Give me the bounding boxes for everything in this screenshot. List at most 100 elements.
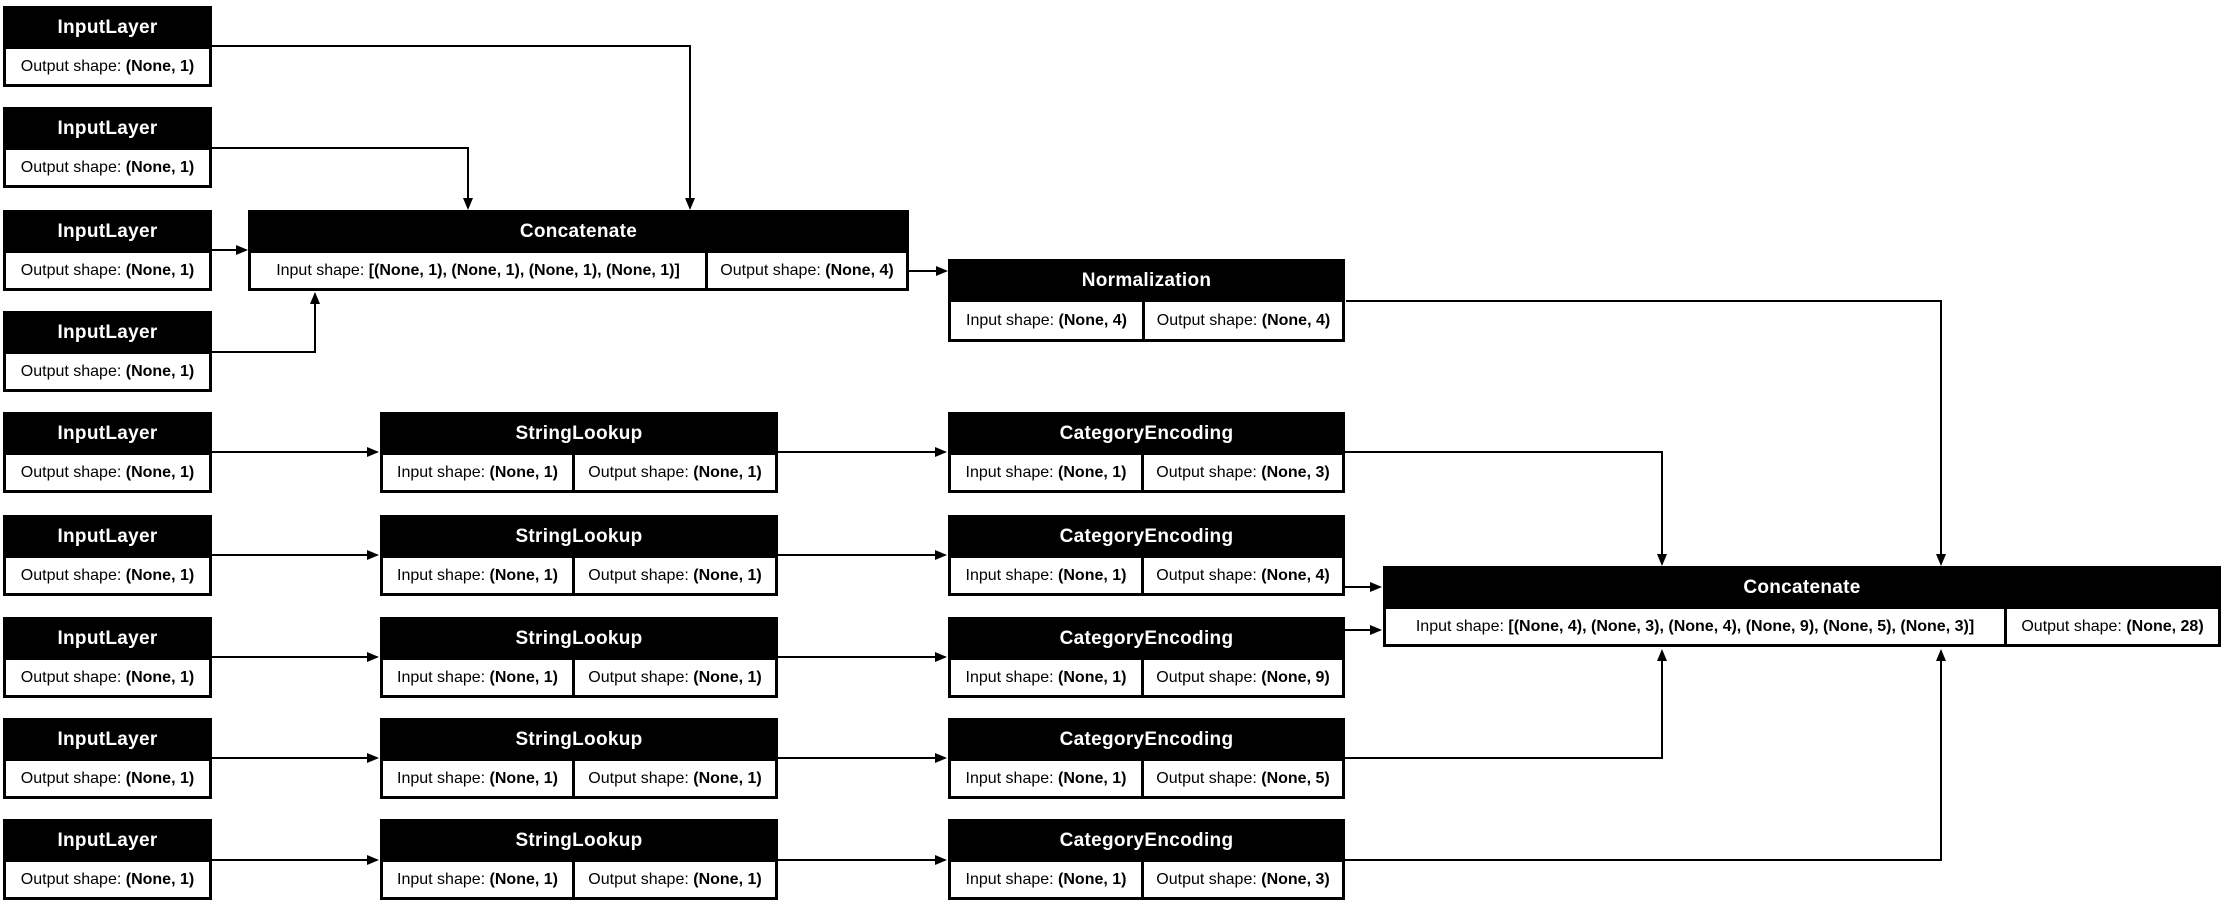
node-body: Input shape: (None, 4) Output shape: (No…	[948, 302, 1345, 342]
node-input-layer-6: InputLayer Output shape: (None, 1)	[3, 515, 212, 596]
node-title: StringLookup	[515, 422, 643, 444]
node-body: Input shape: [(None, 1), (None, 1), (Non…	[248, 253, 909, 291]
node-body: Output shape: (None, 1)	[3, 660, 212, 698]
node-concatenate-2: Concatenate Input shape: [(None, 4), (No…	[1383, 566, 2221, 647]
node-title: StringLookup	[515, 829, 643, 851]
node-title: CategoryEncoding	[1059, 829, 1234, 851]
output-shape-cell: Output shape: (None, 3)	[1144, 862, 1342, 897]
output-shape-label: Output shape:	[1156, 668, 1262, 686]
input-shape-label: Input shape:	[397, 463, 490, 481]
input-shape-cell: Input shape: (None, 1)	[383, 761, 572, 796]
input-shape-label: Input shape:	[397, 769, 490, 787]
node-title: StringLookup	[515, 728, 643, 750]
node-category-encoding-5: CategoryEncoding Input shape: (None, 1) …	[948, 819, 1345, 900]
input-shape-value: (None, 1)	[489, 566, 558, 584]
edge-categoryencoding1-concatenate2	[1345, 451, 1667, 566]
input-shape-cell: Input shape: [(None, 4), (None, 3), (Non…	[1386, 609, 2004, 644]
output-shape-cell: Output shape: (None, 1)	[575, 660, 775, 695]
input-shape-cell: Input shape: (None, 1)	[383, 660, 572, 695]
node-title: CategoryEncoding	[1059, 525, 1234, 547]
node-title: StringLookup	[515, 525, 643, 547]
input-shape-value: (None, 1)	[489, 870, 558, 888]
input-shape-value: (None, 1)	[1058, 566, 1127, 584]
edge-categoryencoding5-concatenate2	[1345, 649, 1946, 861]
output-shape-value: (None, 3)	[1261, 870, 1330, 888]
output-shape-cell: Output shape: (None, 28)	[2007, 609, 2218, 644]
output-shape-value: (None, 1)	[693, 870, 762, 888]
output-shape-label: Output shape:	[20, 158, 126, 176]
edge-input4-concatenate1	[212, 292, 320, 353]
node-input-layer-9: InputLayer Output shape: (None, 1)	[3, 819, 212, 900]
output-shape-label: Output shape:	[20, 870, 126, 888]
output-shape-label: Output shape:	[1156, 311, 1262, 329]
input-shape-cell: Input shape: (None, 1)	[951, 862, 1141, 897]
node-body: Input shape: [(None, 4), (None, 3), (Non…	[1383, 609, 2221, 647]
node-title: InputLayer	[57, 16, 158, 38]
node-title: InputLayer	[57, 525, 158, 547]
node-title: InputLayer	[57, 321, 158, 343]
node-body: Input shape: (None, 1) Output shape: (No…	[948, 558, 1345, 596]
input-shape-value: (None, 1)	[1058, 769, 1127, 787]
node-body: Output shape: (None, 1)	[3, 761, 212, 799]
node-category-encoding-3: CategoryEncoding Input shape: (None, 1) …	[948, 617, 1345, 698]
output-shape-label: Output shape:	[588, 870, 694, 888]
input-shape-value: (None, 1)	[489, 769, 558, 787]
node-string-lookup-4: StringLookup Input shape: (None, 1) Outp…	[380, 718, 778, 799]
input-shape-cell: Input shape: (None, 1)	[383, 455, 572, 490]
node-input-layer-4: InputLayer Output shape: (None, 1)	[3, 311, 212, 392]
node-title: InputLayer	[57, 728, 158, 750]
input-shape-label: Input shape:	[1415, 617, 1509, 635]
output-shape-value: (None, 1)	[125, 261, 195, 279]
input-shape-value: [(None, 1), (None, 1), (None, 1), (None,…	[368, 261, 680, 279]
node-concatenate-1: Concatenate Input shape: [(None, 1), (No…	[248, 210, 909, 291]
output-shape-label: Output shape:	[1156, 870, 1262, 888]
node-body: Input shape: (None, 1) Output shape: (No…	[948, 862, 1345, 900]
node-body: Input shape: (None, 1) Output shape: (No…	[380, 558, 778, 596]
node-input-layer-7: InputLayer Output shape: (None, 1)	[3, 617, 212, 698]
output-shape-label: Output shape:	[20, 362, 126, 380]
input-shape-cell: Input shape: (None, 1)	[383, 558, 572, 593]
output-shape-value: (None, 1)	[125, 463, 195, 481]
output-shape-cell: Output shape: (None, 4)	[1144, 558, 1342, 593]
node-title: CategoryEncoding	[1059, 422, 1234, 444]
output-shape-label: Output shape:	[588, 463, 694, 481]
node-body: Output shape: (None, 1)	[3, 455, 212, 493]
node-category-encoding-4: CategoryEncoding Input shape: (None, 1) …	[948, 718, 1345, 799]
input-shape-label: Input shape:	[965, 463, 1059, 481]
input-shape-label: Input shape:	[397, 566, 490, 584]
node-body: Output shape: (None, 1)	[3, 253, 212, 291]
node-title: Concatenate	[519, 220, 638, 242]
output-shape-label: Output shape:	[2021, 617, 2127, 635]
input-shape-cell: Input shape: (None, 4)	[951, 302, 1142, 339]
node-string-lookup-5: StringLookup Input shape: (None, 1) Outp…	[380, 819, 778, 900]
input-shape-label: Input shape:	[966, 311, 1059, 329]
output-shape-label: Output shape:	[1156, 769, 1262, 787]
output-shape-cell: Output shape: (None, 1)	[6, 660, 209, 695]
input-shape-value: (None, 1)	[489, 668, 558, 686]
input-shape-cell: Input shape: (None, 1)	[951, 660, 1141, 695]
output-shape-value: (None, 1)	[693, 463, 762, 481]
input-shape-label: Input shape:	[397, 870, 490, 888]
output-shape-cell: Output shape: (None, 4)	[1145, 302, 1342, 339]
output-shape-label: Output shape:	[588, 566, 694, 584]
node-body: Input shape: (None, 1) Output shape: (No…	[948, 761, 1345, 799]
node-body: Output shape: (None, 1)	[3, 49, 212, 87]
input-shape-label: Input shape:	[397, 668, 490, 686]
node-input-layer-8: InputLayer Output shape: (None, 1)	[3, 718, 212, 799]
output-shape-label: Output shape:	[588, 769, 694, 787]
input-shape-label: Input shape:	[965, 769, 1059, 787]
node-body: Output shape: (None, 1)	[3, 354, 212, 392]
input-shape-value: (None, 1)	[1058, 870, 1127, 888]
output-shape-value: (None, 1)	[125, 668, 195, 686]
node-body: Input shape: (None, 1) Output shape: (No…	[380, 862, 778, 900]
output-shape-value: (None, 1)	[693, 769, 762, 787]
input-shape-label: Input shape:	[965, 566, 1059, 584]
output-shape-value: (None, 1)	[693, 566, 762, 584]
output-shape-label: Output shape:	[1156, 463, 1262, 481]
node-body: Input shape: (None, 1) Output shape: (No…	[948, 455, 1345, 493]
output-shape-cell: Output shape: (None, 1)	[575, 761, 775, 796]
output-shape-value: (None, 9)	[1261, 668, 1330, 686]
output-shape-cell: Output shape: (None, 1)	[6, 558, 209, 593]
node-title: InputLayer	[57, 220, 158, 242]
